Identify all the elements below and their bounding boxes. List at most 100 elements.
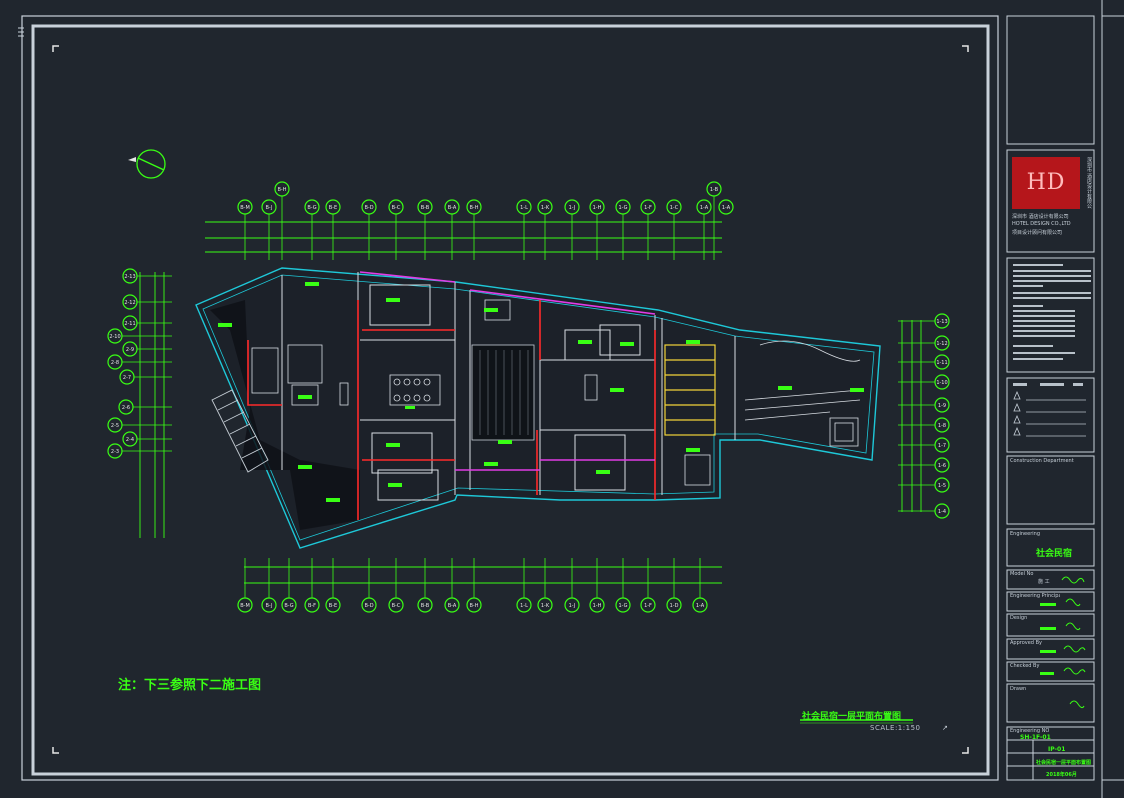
axis-bubble-right: 1-6 — [934, 457, 950, 473]
svg-text:B-F: B-F — [308, 603, 316, 609]
axis-bubble-right: 1-4 — [934, 503, 950, 519]
axis-bubble-left: 2-13 — [122, 268, 138, 284]
company-line-3: 项目设计顾问有限公司 — [1012, 230, 1063, 236]
sheet-date: 2018年06月 — [1046, 772, 1077, 778]
svg-text:B-M: B-M — [240, 603, 250, 609]
svg-text:1-B: 1-B — [710, 187, 719, 193]
construction-label: Construction Department — [1010, 458, 1074, 464]
axis-bubble-left: 2-8 — [107, 354, 123, 370]
axis-bubble-top: B-H — [466, 199, 482, 215]
axis-bubble-top: 1-A — [718, 199, 734, 215]
warning-icon — [1013, 390, 1021, 436]
svg-text:2-5: 2-5 — [111, 423, 119, 429]
company-line-2: HOTEL DESIGN CO.,LTD — [1012, 221, 1071, 227]
svg-text:B-J: B-J — [266, 603, 273, 609]
axis-bubble-top: 1-H — [589, 199, 605, 215]
svg-text:1-10: 1-10 — [936, 380, 947, 386]
svg-text:2-12: 2-12 — [124, 300, 135, 306]
svg-text:1-J: 1-J — [569, 603, 576, 609]
company-line-1: 深圳市 酒店设计有限公司 — [1012, 214, 1069, 220]
svg-text:1-9: 1-9 — [938, 403, 946, 409]
svg-text:B-B: B-B — [421, 205, 430, 211]
north-arrow-icon — [128, 149, 166, 179]
axis-bubble-left: 2-5 — [107, 417, 123, 433]
svg-text:1-13: 1-13 — [936, 319, 947, 325]
drawing-note: 注：下三参照下二施工图 — [118, 678, 262, 693]
svg-text:2-4: 2-4 — [126, 437, 134, 443]
svg-text:1-K: 1-K — [541, 603, 550, 609]
axis-bubble-right: 1-9 — [934, 397, 950, 413]
svg-text:1-H: 1-H — [593, 603, 602, 609]
svg-text:1-F: 1-F — [644, 205, 652, 211]
engineering-label: Engineering — [1010, 531, 1040, 537]
axis-bubble-top: B-G — [304, 199, 320, 215]
svg-text:B-H: B-H — [278, 187, 287, 193]
svg-text:2-9: 2-9 — [126, 347, 134, 353]
axis-bubble-bottom: 1-F — [640, 597, 656, 613]
svg-text:B-B: B-B — [421, 603, 430, 609]
company-vertical-text: 深圳市 酒店设计有限公司 — [1086, 157, 1092, 209]
axis-bubble-bottom: 1-H — [589, 597, 605, 613]
svg-text:1-G: 1-G — [618, 603, 627, 609]
svg-text:B-D: B-D — [364, 205, 373, 211]
drawing-no: SH-1F-01 — [1020, 734, 1051, 741]
svg-text:B-E: B-E — [329, 205, 337, 211]
axis-bubble-top: 1-A — [696, 199, 712, 215]
svg-text:B-G: B-G — [307, 205, 316, 211]
axis-bubble-top: B-B — [417, 199, 433, 215]
axis-bubble-top: 1-G — [615, 199, 631, 215]
axis-bubbles-right: 1-131-121-111-101-91-81-71-61-51-4 — [898, 313, 950, 519]
axis-bubble-left: 2-11 — [122, 315, 138, 331]
svg-text:1-F: 1-F — [644, 603, 652, 609]
axis-bubble-left: 2-3 — [107, 443, 123, 459]
svg-text:B-H: B-H — [470, 205, 479, 211]
svg-text:B-C: B-C — [392, 603, 401, 609]
axis-bubble-left: 2-10 — [107, 328, 123, 344]
drawing-scale: SCALE:1:150 — [870, 724, 921, 732]
signature-marks — [1061, 576, 1086, 709]
svg-text:1-8: 1-8 — [938, 423, 946, 429]
svg-text:1-A: 1-A — [696, 603, 705, 609]
axis-bubble-right: 1-7 — [934, 437, 950, 453]
axis-bubble-bottom: B-B — [417, 597, 433, 613]
row-label-model: Model No — [1010, 571, 1034, 577]
axis-bubble-top: 1-L — [516, 199, 532, 215]
axis-bubble-top: B-M — [237, 199, 253, 215]
svg-text:1-K: 1-K — [541, 205, 550, 211]
axis-bubble-top: B-H — [274, 181, 290, 197]
svg-text:2-8: 2-8 — [111, 360, 119, 366]
svg-text:1-5: 1-5 — [938, 483, 946, 489]
svg-text:2-6: 2-6 — [122, 405, 130, 411]
axis-bubble-left: 2-4 — [122, 431, 138, 447]
axis-bubble-top: B-A — [444, 199, 460, 215]
axis-bubble-right: 1-10 — [934, 374, 950, 390]
project-name: 社会民宿 — [1036, 549, 1073, 559]
axis-bubble-left: 2-9 — [122, 341, 138, 357]
title-block — [1006, 15, 1095, 781]
axis-bubble-bottom: B-G — [281, 597, 297, 613]
sheet-no: IP-01 — [1048, 746, 1066, 753]
svg-text:1-4: 1-4 — [938, 509, 946, 515]
axis-bubble-bottom: B-H — [466, 597, 482, 613]
axis-bubble-bottom: B-F — [304, 597, 320, 613]
axis-bubble-top: 1-K — [537, 199, 553, 215]
svg-text:B-M: B-M — [240, 205, 250, 211]
svg-text:2-11: 2-11 — [124, 321, 135, 327]
row-value-model: 施 工 — [1038, 579, 1050, 585]
axis-bubble-left: 2-6 — [118, 399, 134, 415]
company-logo: HD — [1012, 157, 1080, 209]
axis-bubble-left: 2-12 — [122, 294, 138, 310]
row-label-design: Design — [1010, 615, 1028, 621]
svg-text:2-7: 2-7 — [123, 375, 131, 381]
axis-bubble-left: 2-7 — [119, 369, 135, 385]
svg-text:2-3: 2-3 — [111, 449, 119, 455]
axis-bubble-bottom: B-E — [325, 597, 341, 613]
svg-text:B-J: B-J — [266, 205, 273, 211]
axis-bubble-right: 1-5 — [934, 477, 950, 493]
row-label-approved: Approved By — [1010, 640, 1042, 646]
axis-bubble-top: B-E — [325, 199, 341, 215]
sheet-title: 社会民宿一层平面布置图 — [1036, 760, 1092, 766]
axis-bubble-bottom: 1-L — [516, 597, 532, 613]
svg-text:B-H: B-H — [470, 603, 479, 609]
